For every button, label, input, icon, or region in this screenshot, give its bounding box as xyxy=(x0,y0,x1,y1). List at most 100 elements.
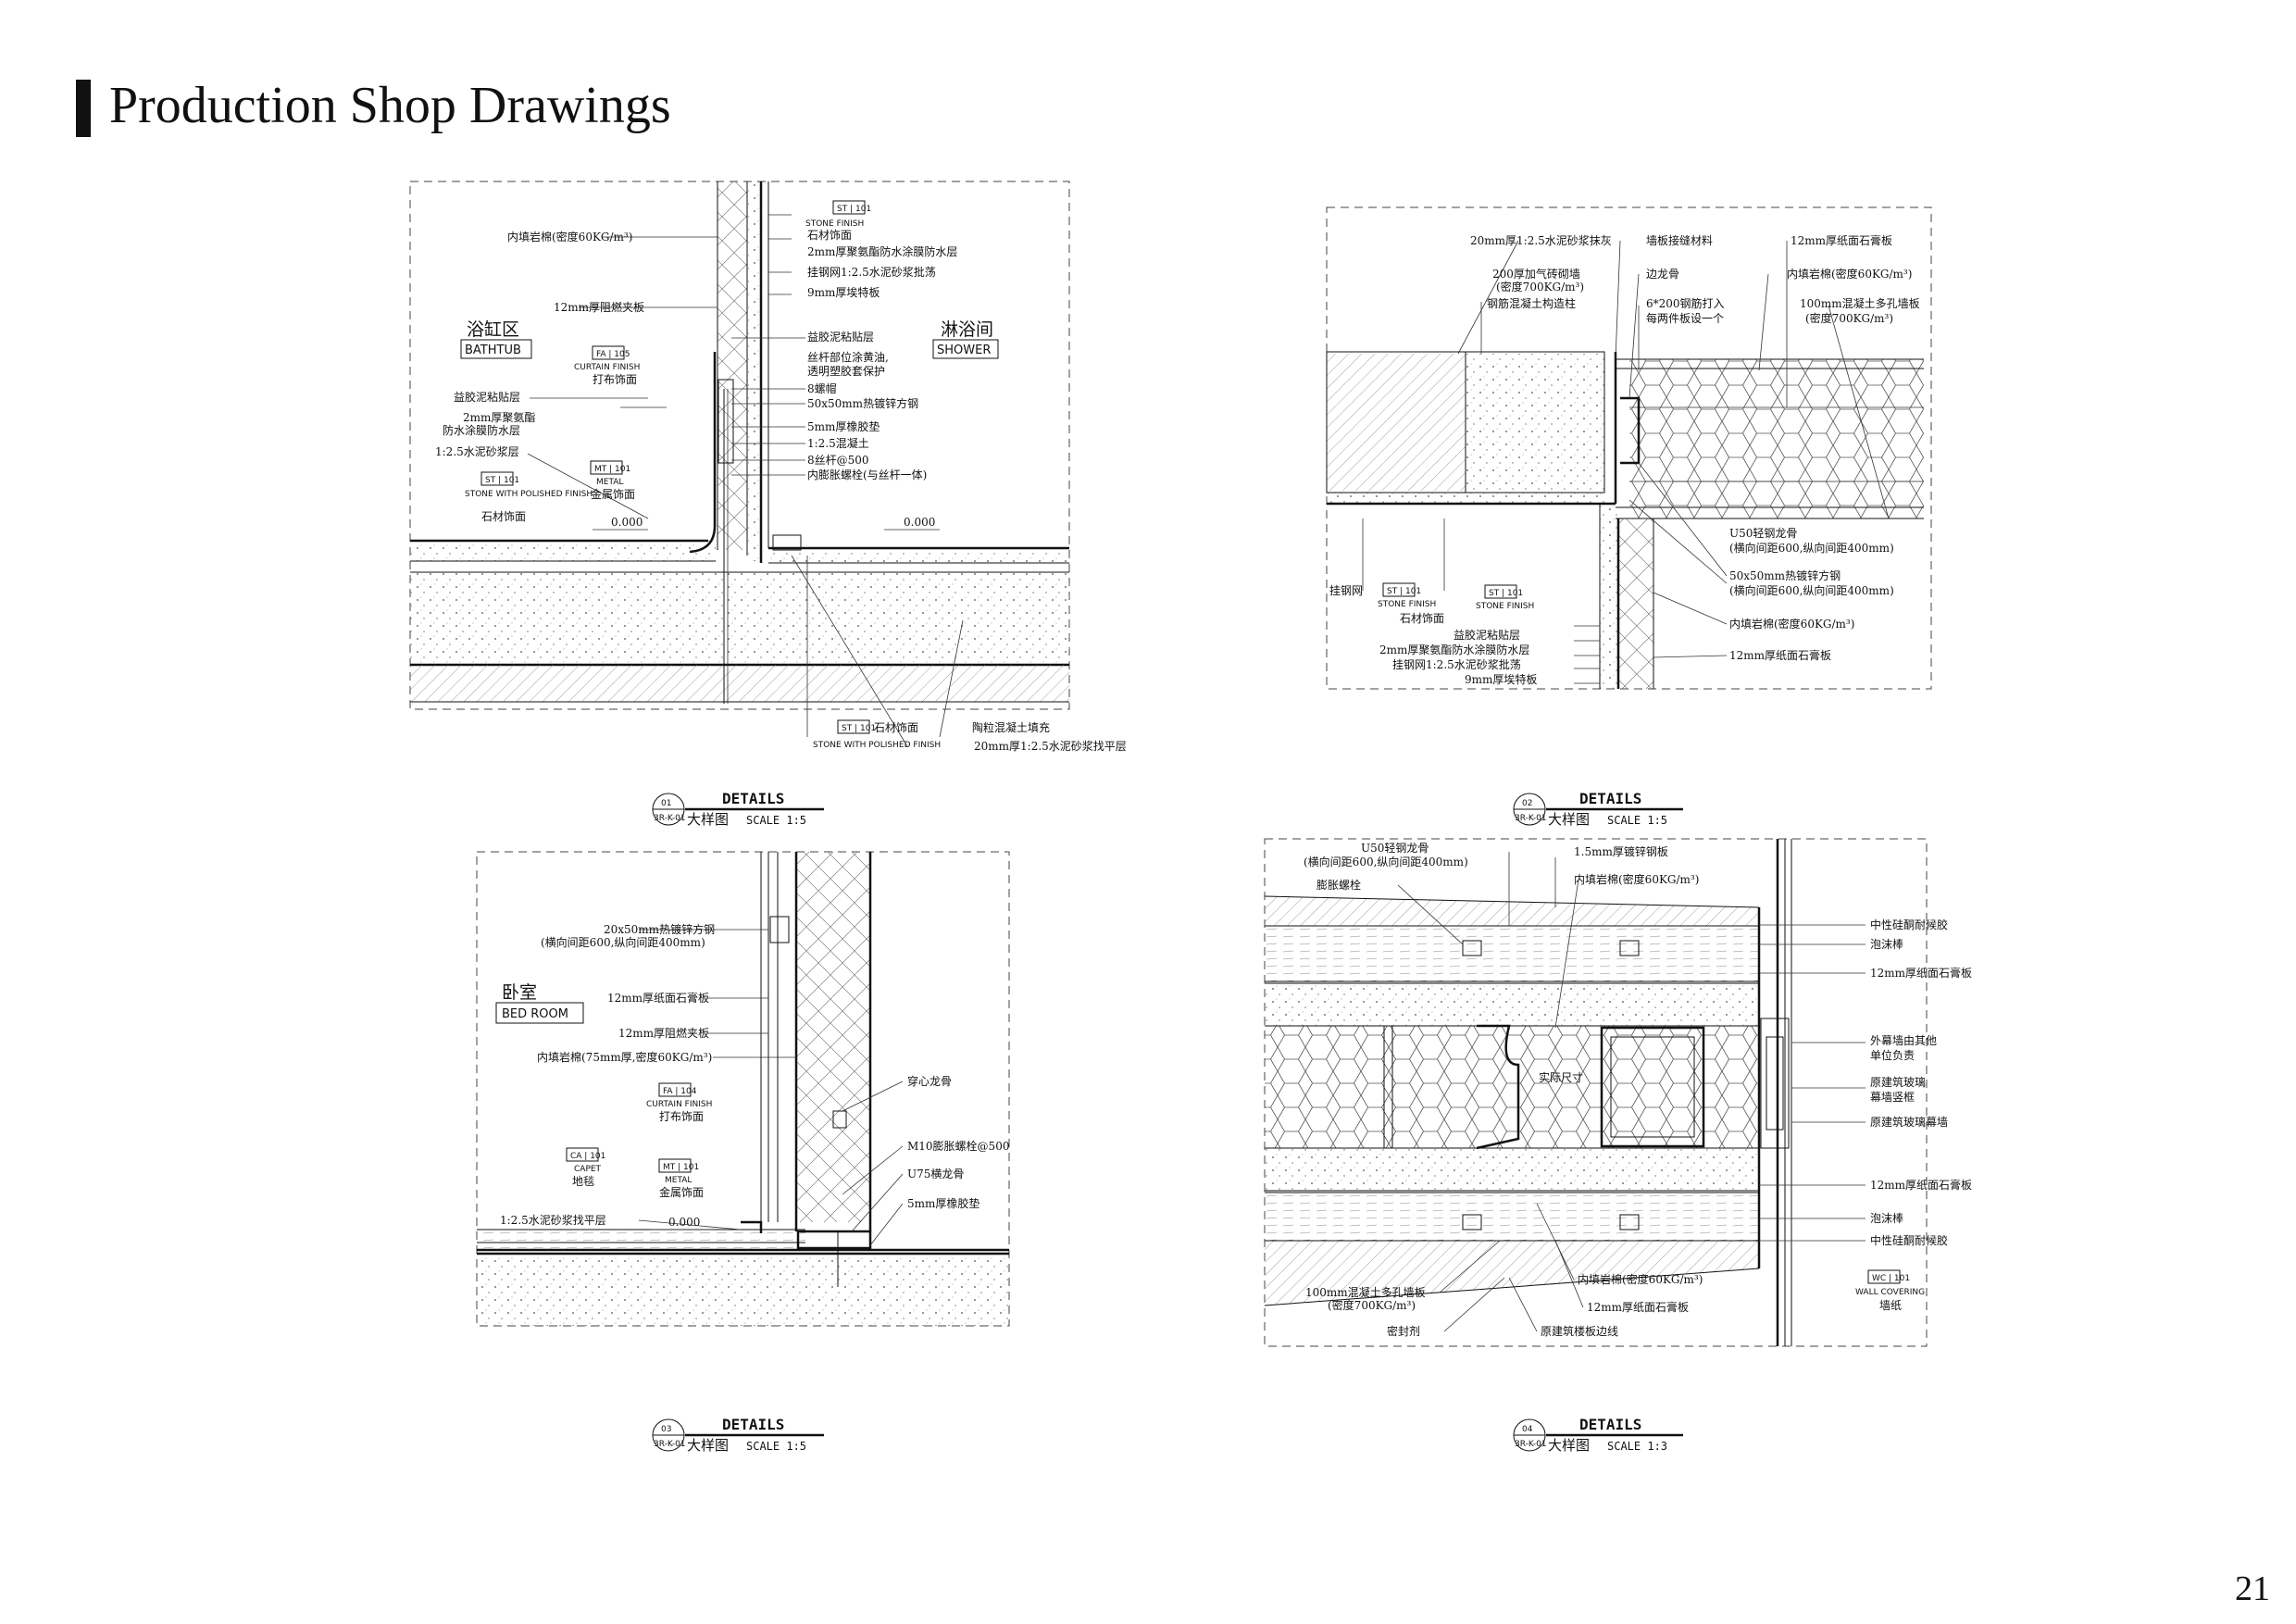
d3-room-cn: 卧室 xyxy=(502,982,537,1003)
d2-label-bottom-6: 9mm厚埃特板 xyxy=(1465,672,1537,686)
d4-label-bottom-2: 100mm混凝土多孔墙板 xyxy=(1305,1285,1426,1299)
d3-room-en: BED ROOM xyxy=(502,1007,568,1021)
caption-03-ref: 3R-K-01 xyxy=(654,1440,686,1449)
d4-label-top-3: 1.5mm厚镀锌钢板 xyxy=(1574,845,1668,858)
d4-labels-bottom: 内填岩棉(密度60KG/m³) 100mm混凝土多孔墙板 (密度700KG/m³… xyxy=(1305,1272,1703,1338)
d3-label-left-5: 内填岩棉(75mm厚,密度60KG/m³) xyxy=(537,1050,712,1064)
d2-label-top-8: 钢筋混凝土构造柱 xyxy=(1487,296,1576,310)
d1-tag-stone-polished: ST | 101 STONE WITH POLISHED FINISH 石材饰面 xyxy=(465,471,593,523)
d2-tag2-en: STONE FINISH xyxy=(1476,602,1534,611)
d1-labels-right: 石材饰面 2mm厚聚氨酯防水涂膜防水层 挂钢网1:2.5水泥砂浆批荡 9mm厚埃… xyxy=(807,229,957,481)
d4-label-right-5: 单位负责 xyxy=(1870,1048,1915,1062)
d1-label-right-12: 8丝杆@500 xyxy=(807,454,869,467)
d4-label-top-1: U50轻钢龙骨 xyxy=(1361,842,1429,855)
detail-03: 20x50mm热镀锌方钢 (横向间距600,纵向间距400mm) 12mm厚纸面… xyxy=(476,851,1010,1327)
d3-label-left-3: 12mm厚纸面石膏板 xyxy=(607,991,709,1005)
d4-label-top-6: 实际尺寸 xyxy=(1539,1070,1583,1084)
d2-label-top-9: 6*200钢筋打入 xyxy=(1646,296,1725,310)
d2-label-right-2: (横向间距600,纵向间距400mm) xyxy=(1729,541,1894,555)
caption-01-title: DETAILS xyxy=(722,790,784,807)
d4-label-bottom-3: (密度700KG/m³) xyxy=(1328,1298,1416,1312)
d1-tag3-code: ST | 101 xyxy=(485,476,519,485)
d2-label-top-4: 200厚加气砖砌墙 xyxy=(1492,267,1580,281)
d2-labels-bottom: 挂钢网 石材饰面 益胶泥粘贴层 2mm厚聚氨酯防水涂膜防水层 挂钢网1:2.5水… xyxy=(1329,584,1537,686)
d4-tag1-code: WC | 101 xyxy=(1872,1274,1910,1283)
detail-02: 20mm厚1:2.5水泥砂浆抹灰 墙板接缝材料 12mm厚纸面石膏板 200厚加… xyxy=(1326,206,1932,690)
caption-02-ref: 3R-K-01 xyxy=(1515,814,1547,823)
d1-room-bathtub-cn: 浴缸区 xyxy=(467,319,519,340)
detail-01-frame xyxy=(409,181,1070,710)
caption-02-scale: SCALE 1:5 xyxy=(1607,814,1667,827)
d1-room-shower: 淋浴间 SHOWER xyxy=(932,319,999,359)
caption-01-scale: SCALE 1:5 xyxy=(746,814,806,827)
d1-tag3-en: STONE WITH POLISHED FINISH xyxy=(465,490,593,499)
caption-01-cn: 大样图 xyxy=(687,811,729,828)
d2-tag2-code: ST | 101 xyxy=(1489,589,1523,598)
d3-level: 0.000 xyxy=(668,1216,700,1229)
d4-label-bottom-4: 12mm厚纸面石膏板 xyxy=(1587,1300,1689,1314)
d3-label-right-2: M10膨胀螺栓@500 xyxy=(907,1139,1009,1153)
d3-tag2-code: CA | 101 xyxy=(570,1152,605,1161)
d1-room-shower-en: SHOWER xyxy=(937,344,991,357)
caption-03-scale: SCALE 1:5 xyxy=(746,1440,806,1453)
d2-label-top-10: 每两件板设一个 xyxy=(1646,311,1724,325)
d1-room-bathtub: 浴缸区 BATHTUB xyxy=(460,319,532,359)
d4-label-right-6: 原建筑玻璃 xyxy=(1870,1075,1926,1089)
d3-tag-metal: MT | 101 METAL 金属饰面 xyxy=(658,1158,704,1199)
d2-label-bottom-5: 挂钢网1:2.5水泥砂浆批荡 xyxy=(1392,657,1521,671)
d4-label-top-5: 内填岩棉(密度60KG/m³) xyxy=(1574,872,1699,886)
d4-label-right-7: 幕墙竖框 xyxy=(1870,1091,1915,1104)
d1-tag2-en: CURTAIN FINISH xyxy=(574,363,640,372)
d1-label-bottom-2: 陶粒混凝土填充 xyxy=(972,720,1050,734)
d1-tag-stone-finish: ST | 101 STONE FINISH xyxy=(805,200,871,229)
caption-01-num: 01 xyxy=(661,799,671,808)
d2-tag1-en: STONE FINISH xyxy=(1378,600,1436,609)
d2-label-right-5: 内填岩棉(密度60KG/m³) xyxy=(1729,617,1854,631)
caption-02-num: 02 xyxy=(1522,799,1532,808)
d4-label-right-2: 泡沫棒 xyxy=(1870,938,1903,951)
caption-04-cn: 大样图 xyxy=(1548,1437,1590,1454)
d4-label-bottom-5: 密封剂 xyxy=(1387,1324,1420,1338)
d1-label-right-11: 1:2.5混凝土 xyxy=(807,436,869,450)
d4-label-right-4: 外幕墙由其他 xyxy=(1870,1034,1937,1047)
d4-label-right-10: 泡沫棒 xyxy=(1870,1212,1903,1225)
d3-tag3-code: MT | 101 xyxy=(663,1163,699,1172)
d1-tag5-code: ST | 101 xyxy=(842,724,876,733)
detail-03-frame xyxy=(476,851,1010,1327)
caption-03: 03 3R-K-01 DETAILS 大样图 SCALE 1:5 xyxy=(652,1416,824,1454)
d2-label-top-5: (密度700KG/m³) xyxy=(1496,280,1584,294)
caption-01-ref: 3R-K-01 xyxy=(654,814,686,823)
d4-label-top-4: 膨胀螺栓 xyxy=(1316,878,1361,892)
d1-label-right-1: 石材饰面 xyxy=(807,229,852,242)
d1-label-left-1: 内填岩棉(密度60KG/m³) xyxy=(507,230,632,244)
d1-tag1-en: STONE FINISH xyxy=(805,219,864,229)
caption-04-scale: SCALE 1:3 xyxy=(1607,1440,1667,1453)
d1-room-shower-cn: 淋浴间 xyxy=(941,319,993,340)
d4-label-right-11: 中性硅酮耐候胶 xyxy=(1870,1233,1948,1247)
d1-tag2-code: FA | 105 xyxy=(596,350,630,359)
d1-tag4-cn: 金属饰面 xyxy=(591,487,635,501)
d2-tag-1: ST | 101 STONE FINISH xyxy=(1378,582,1436,609)
d1-tag5-en: STONE WITH POLISHED FINISH xyxy=(813,741,941,750)
d1-label-left-6: 1:2.5水泥砂浆层 xyxy=(435,444,519,458)
d3-tag-carpet: CA | 101 CAPET 地毯 xyxy=(566,1147,605,1188)
d1-level-left: 0.000 xyxy=(611,516,643,529)
d1-label-right-5: 益胶泥粘贴层 xyxy=(807,330,874,344)
d1-label-right-4: 9mm厚埃特板 xyxy=(807,285,880,299)
d2-labels-right: U50轻钢龙骨 (横向间距600,纵向间距400mm) 50x50mm热镀锌方钢… xyxy=(1729,527,1894,662)
d1-tag3-cn: 石材饰面 xyxy=(481,510,526,523)
d3-label-left-2: (横向间距600,纵向间距400mm) xyxy=(541,935,705,949)
d1-tag4-code: MT | 101 xyxy=(594,465,630,474)
d1-slab xyxy=(410,572,1069,665)
caption-04-title: DETAILS xyxy=(1579,1416,1641,1433)
d1-tag1-code: ST | 101 xyxy=(837,205,871,214)
d1-label-right-3: 挂钢网1:2.5水泥砂浆批荡 xyxy=(807,265,936,279)
d1-room-bathtub-en: BATHTUB xyxy=(465,344,521,357)
d1-tag-curtain-finish: FA | 105 CURTAIN FINISH 打布饰面 xyxy=(574,345,640,386)
d1-tag-metal: MT | 101 METAL 金属饰面 xyxy=(590,460,635,501)
d3-labels-right: 穿心龙骨 M10膨胀螺栓@500 U75横龙骨 5mm厚橡胶垫 xyxy=(907,1074,1009,1210)
d1-label-left-3: 益胶泥粘贴层 xyxy=(454,390,520,404)
d2-labels-top: 20mm厚1:2.5水泥砂浆抹灰 墙板接缝材料 12mm厚纸面石膏板 200厚加… xyxy=(1470,233,1920,325)
d1-tag4-en: METAL xyxy=(596,478,623,487)
d3-tag2-cn: 地毯 xyxy=(572,1175,594,1188)
